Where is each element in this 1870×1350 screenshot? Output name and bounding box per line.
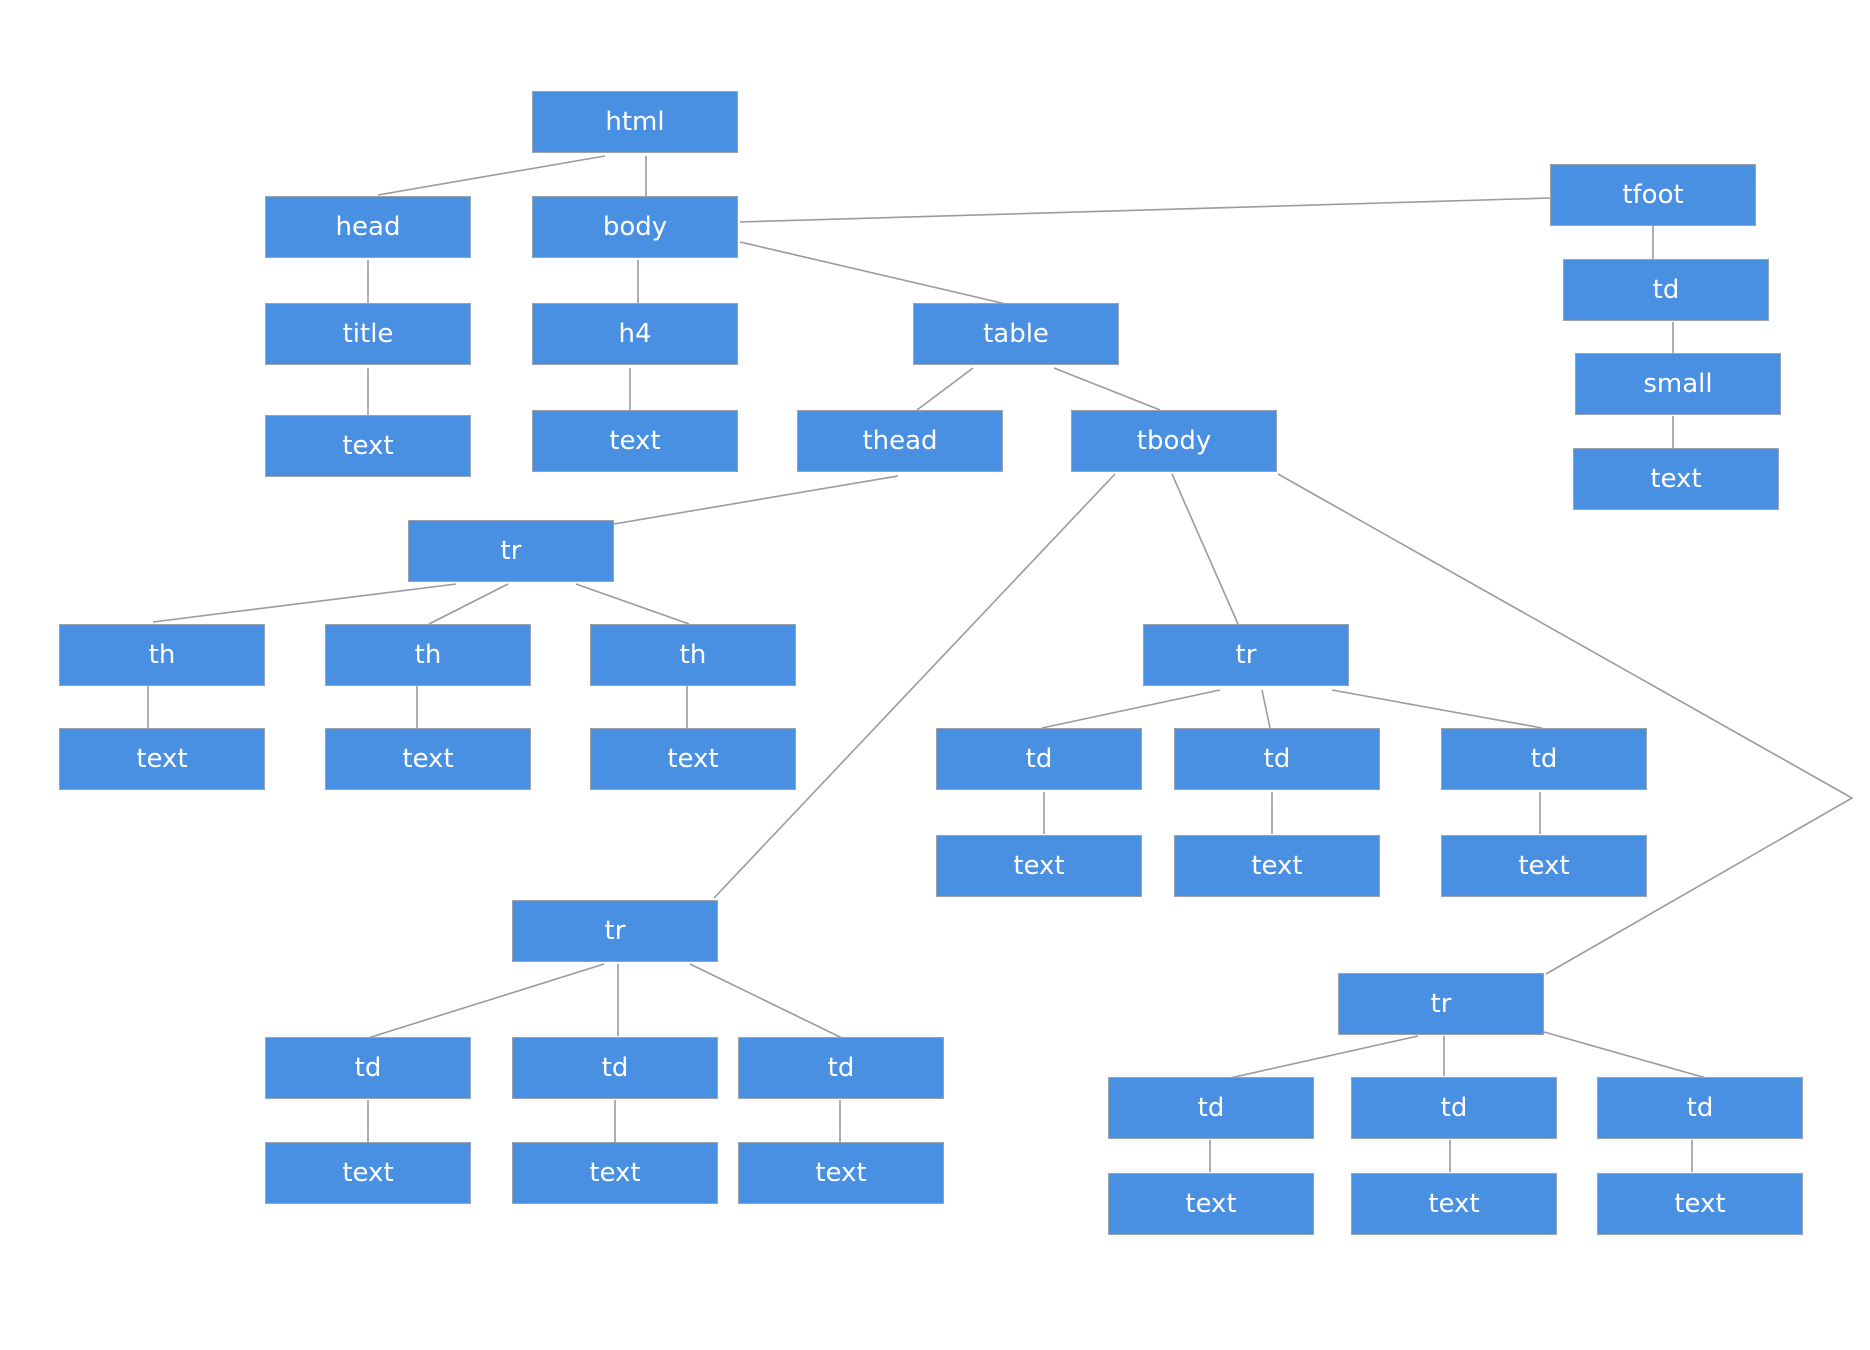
node-tr-c-td-2[interactable]: td	[1351, 1077, 1557, 1139]
node-html[interactable]: html	[532, 91, 738, 153]
node-h4[interactable]: h4	[532, 303, 738, 365]
node-thead-tr[interactable]: tr	[408, 520, 614, 582]
node-tr-c[interactable]: tr	[1338, 973, 1544, 1035]
node-tr-a-td-3-text[interactable]: text	[738, 1142, 944, 1204]
node-thead[interactable]: thead	[797, 410, 1003, 472]
edge-tbody-tr-a	[713, 473, 1116, 899]
node-tr-b-td-2[interactable]: td	[1174, 728, 1380, 790]
node-tr-c-td-1-text[interactable]: text	[1108, 1173, 1314, 1235]
node-table[interactable]: table	[913, 303, 1119, 365]
node-tr-c-td-1[interactable]: td	[1108, 1077, 1314, 1139]
node-h4-text[interactable]: text	[532, 410, 738, 472]
edge-table-thead	[916, 367, 974, 411]
edge-body-table	[739, 241, 1007, 305]
node-title-text[interactable]: text	[265, 415, 471, 477]
edge-tr-th3	[575, 583, 690, 625]
edge-body-tfoot	[739, 197, 1551, 223]
node-tr-c-td-3[interactable]: td	[1597, 1077, 1803, 1139]
node-th-3[interactable]: th	[590, 624, 796, 686]
node-body[interactable]: body	[532, 196, 738, 258]
node-tr-a-td-1[interactable]: td	[265, 1037, 471, 1099]
node-title[interactable]: title	[265, 303, 471, 365]
edge-html-head	[377, 155, 606, 196]
edge-tr-th2	[428, 583, 509, 625]
node-tfoot[interactable]: tfoot	[1550, 164, 1756, 226]
node-th-1-text[interactable]: text	[59, 728, 265, 790]
edge-tr-th1	[152, 583, 457, 623]
edge-table-tbody	[1053, 367, 1161, 411]
edge-thead-tr	[613, 475, 899, 525]
edge-tra-td1	[367, 963, 605, 1039]
edge-tra-td3	[689, 963, 843, 1039]
node-th-2[interactable]: th	[325, 624, 531, 686]
node-head[interactable]: head	[265, 196, 471, 258]
node-tr-b-td-1[interactable]: td	[936, 728, 1142, 790]
edge-trc-td3	[1543, 1031, 1707, 1079]
edge-tbody-tr-b	[1171, 473, 1239, 625]
edge-trc-td1	[1229, 1035, 1419, 1079]
node-tr-b-td-2-text[interactable]: text	[1174, 835, 1380, 897]
node-th-1[interactable]: th	[59, 624, 265, 686]
node-small-text[interactable]: text	[1573, 448, 1779, 510]
node-th-2-text[interactable]: text	[325, 728, 531, 790]
node-tr-a[interactable]: tr	[512, 900, 718, 962]
node-tr-a-td-2-text[interactable]: text	[512, 1142, 718, 1204]
edge-trb-td3	[1331, 689, 1543, 729]
node-tr-c-td-3-text[interactable]: text	[1597, 1173, 1803, 1235]
node-tr-b-td-3-text[interactable]: text	[1441, 835, 1647, 897]
node-tfoot-td[interactable]: td	[1563, 259, 1769, 321]
node-small[interactable]: small	[1575, 353, 1781, 415]
node-tr-b-td-1-text[interactable]: text	[936, 835, 1142, 897]
node-tr-a-td-2[interactable]: td	[512, 1037, 718, 1099]
node-tr-c-td-2-text[interactable]: text	[1351, 1173, 1557, 1235]
node-th-3-text[interactable]: text	[590, 728, 796, 790]
edge-trb-td1	[1041, 689, 1221, 729]
node-tbody[interactable]: tbody	[1071, 410, 1277, 472]
node-tr-a-td-1-text[interactable]: text	[265, 1142, 471, 1204]
edge-tbody-tr-c	[1277, 473, 1854, 975]
node-tr-a-td-3[interactable]: td	[738, 1037, 944, 1099]
node-tr-b-td-3[interactable]: td	[1441, 728, 1647, 790]
edge-trb-td2	[1261, 689, 1271, 729]
node-tr-b[interactable]: tr	[1143, 624, 1349, 686]
